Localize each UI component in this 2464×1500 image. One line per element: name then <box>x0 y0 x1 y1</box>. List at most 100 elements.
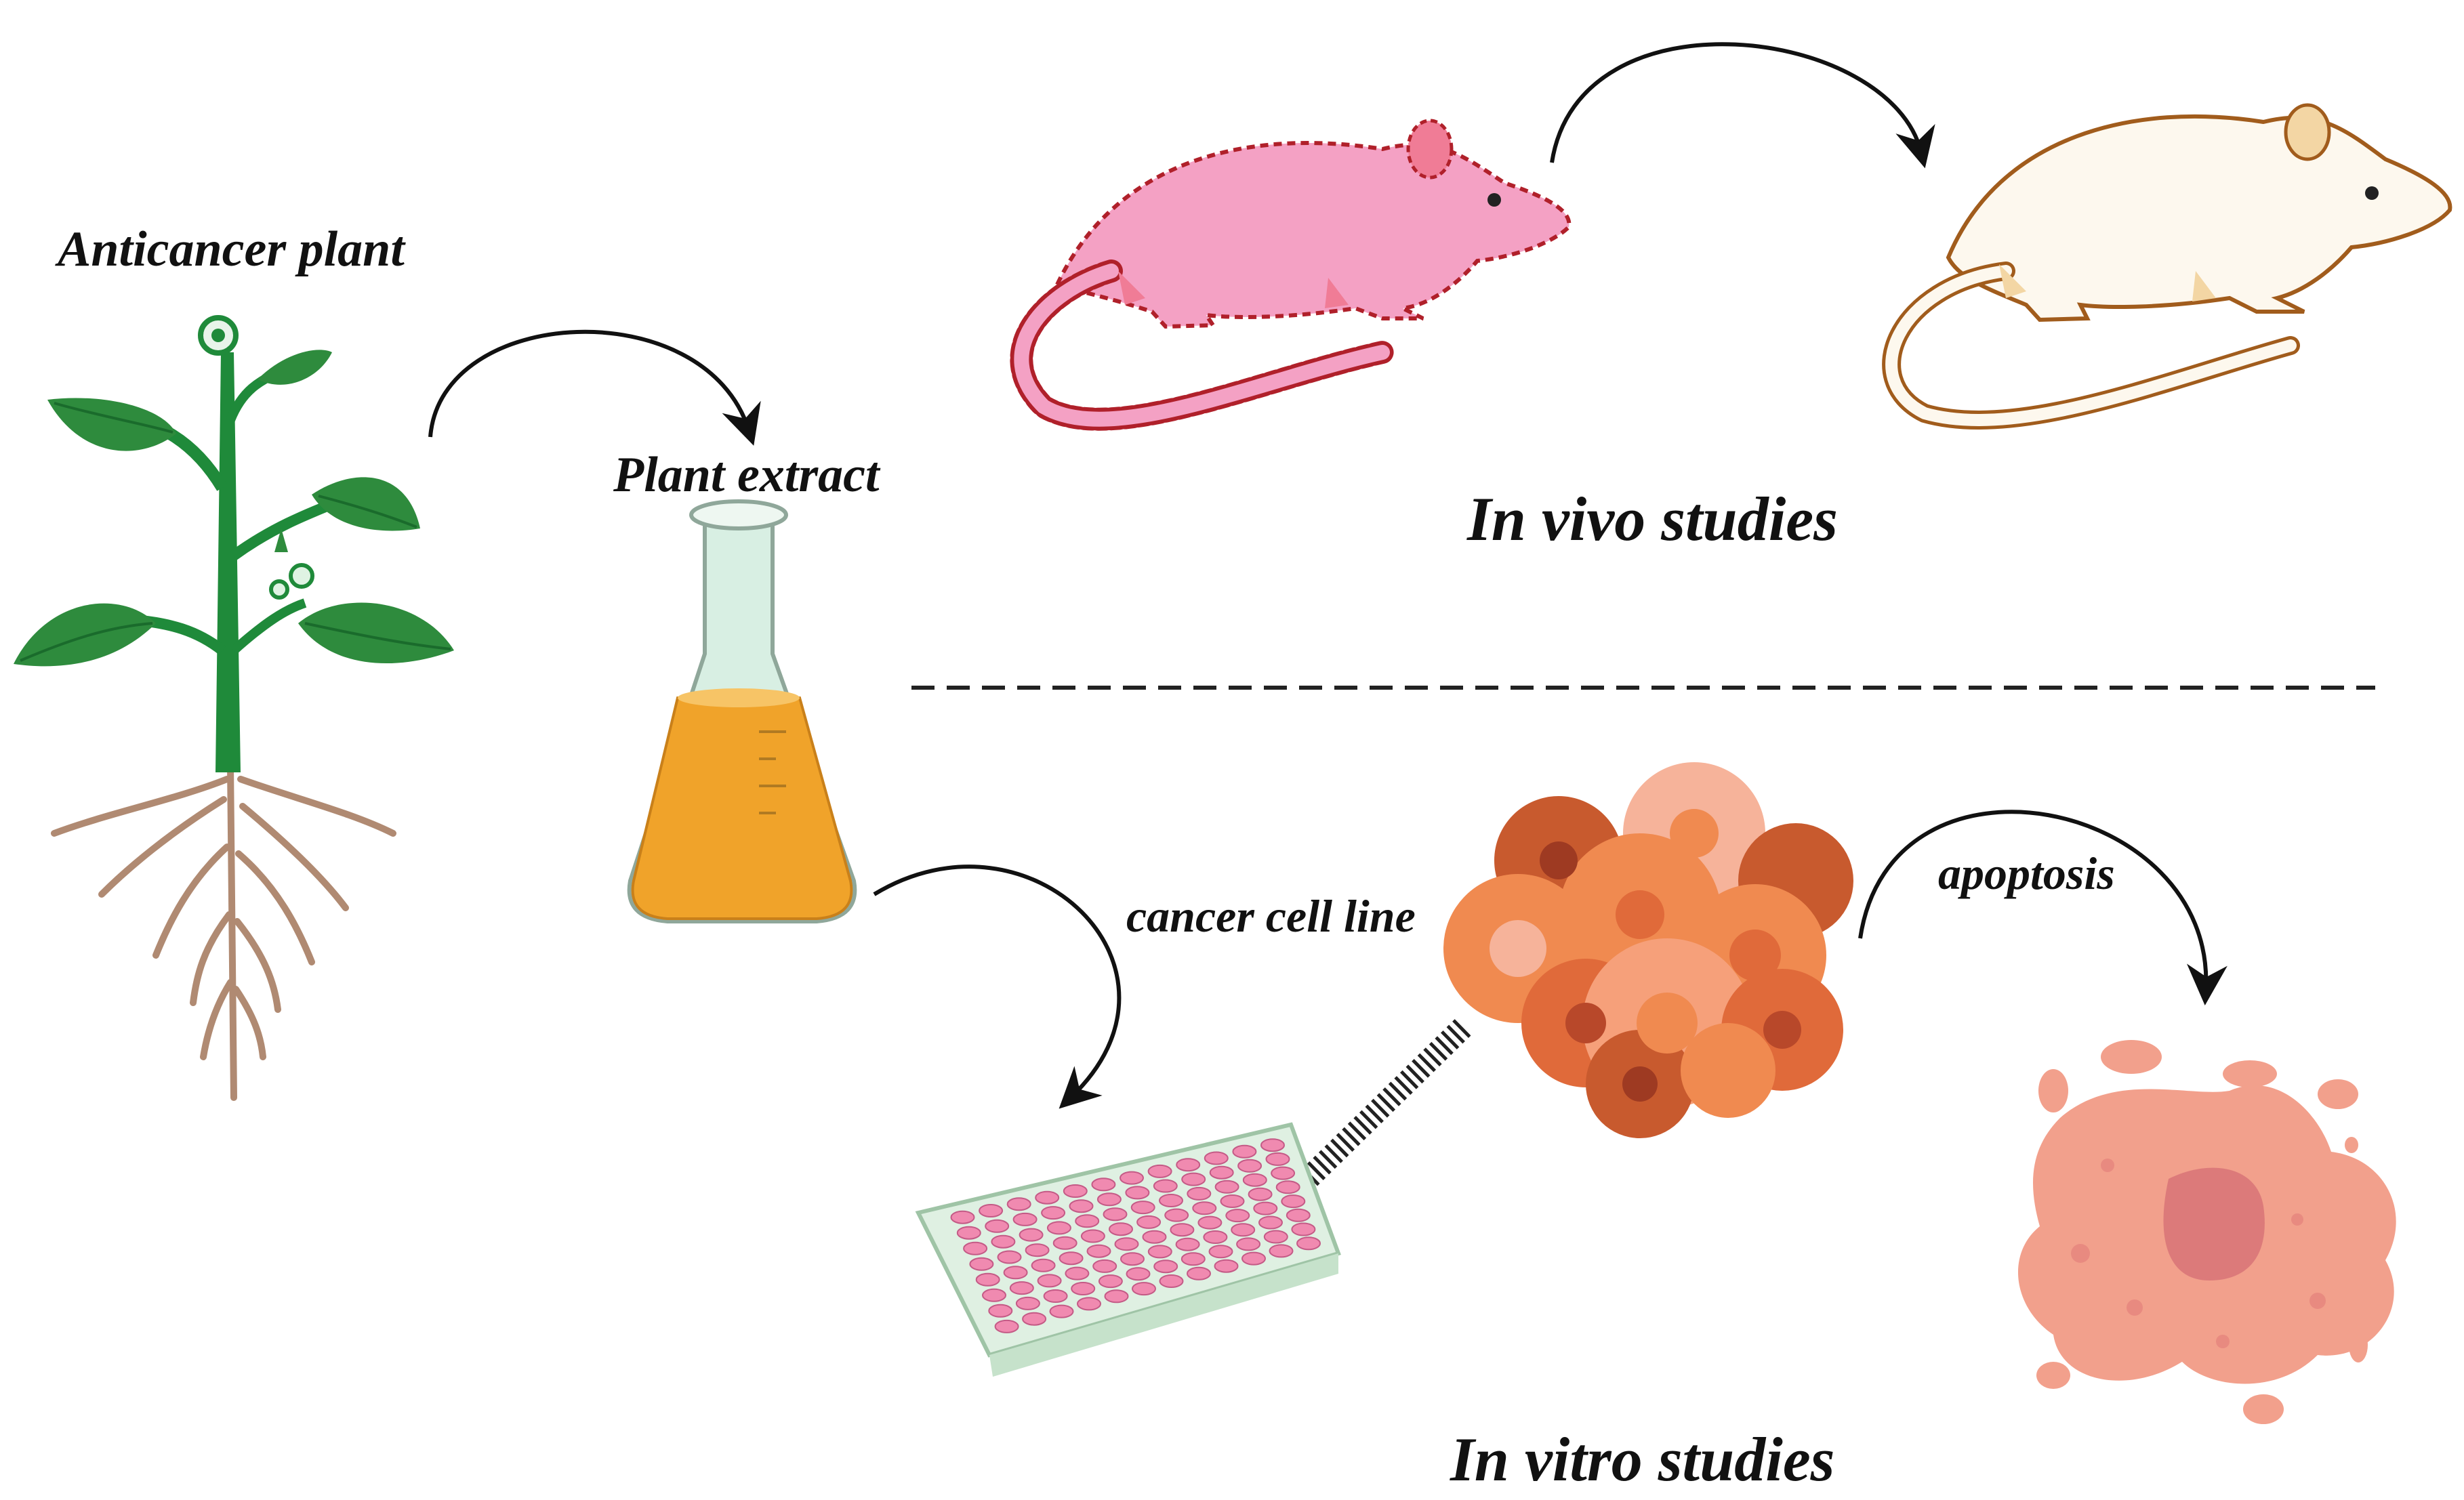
well <box>1098 1274 1123 1289</box>
well <box>997 1250 1022 1264</box>
well <box>1209 1165 1234 1180</box>
well <box>1220 1194 1245 1208</box>
treated-rat-illustration <box>1010 119 1572 431</box>
well <box>1159 1194 1183 1207</box>
well <box>1012 1212 1038 1226</box>
well <box>1164 1208 1189 1222</box>
well <box>1031 1258 1056 1272</box>
well <box>1003 1266 1028 1280</box>
cancer-cell-cluster <box>1443 762 1853 1138</box>
well <box>1142 1230 1167 1244</box>
well <box>1120 1171 1144 1185</box>
apoptotic-cell-illustration <box>2017 1040 2396 1424</box>
well <box>1187 1186 1212 1201</box>
apoptosis-label: apoptosis <box>1938 848 2115 899</box>
well <box>1260 1138 1285 1152</box>
well <box>1269 1244 1294 1258</box>
well <box>1104 1289 1129 1304</box>
well <box>1197 1215 1223 1230</box>
well <box>1092 1259 1117 1273</box>
well <box>1046 1221 1071 1235</box>
well <box>963 1241 988 1255</box>
well <box>1176 1158 1201 1172</box>
well <box>1225 1209 1250 1223</box>
well <box>1258 1215 1283 1230</box>
well <box>1232 1144 1257 1159</box>
well <box>1192 1201 1217 1215</box>
well <box>1237 1159 1262 1173</box>
well <box>988 1304 1013 1318</box>
well <box>1071 1282 1096 1295</box>
well <box>1175 1237 1200 1251</box>
well <box>991 1234 1016 1249</box>
well <box>1086 1244 1111 1258</box>
anticancer-plant-label: Anticancer plant <box>55 222 406 277</box>
well <box>1153 1259 1178 1274</box>
arrow-cell-to-apoptosis <box>1858 810 2227 1005</box>
well <box>1063 1184 1088 1198</box>
cancer-cell-line-label: cancer cell line <box>1126 890 1416 942</box>
well <box>969 1257 994 1271</box>
well <box>1069 1199 1094 1213</box>
well <box>1187 1266 1211 1280</box>
plant-extract-label: Plant extract <box>613 447 881 503</box>
well <box>1019 1228 1044 1242</box>
well <box>1109 1222 1133 1236</box>
well-plate-illustration <box>915 1122 1341 1377</box>
well <box>1253 1201 1278 1215</box>
well <box>1025 1243 1050 1257</box>
well <box>1077 1297 1101 1311</box>
well <box>1125 1186 1150 1200</box>
well <box>950 1210 975 1224</box>
well <box>1126 1267 1151 1281</box>
well <box>1159 1274 1184 1288</box>
well <box>1065 1266 1090 1280</box>
well <box>1153 1179 1178 1193</box>
well <box>1052 1236 1077 1250</box>
well <box>1015 1296 1040 1310</box>
well <box>1271 1166 1296 1180</box>
well <box>1049 1304 1074 1318</box>
arrow-plant-to-extract <box>428 329 761 446</box>
well <box>1203 1230 1228 1244</box>
well <box>979 1204 1004 1217</box>
well <box>1136 1215 1162 1229</box>
well <box>1130 1201 1155 1215</box>
hatched-connector <box>1290 1018 1472 1198</box>
well <box>1214 1259 1239 1273</box>
in-vivo-studies-label: In vivo studies <box>1466 484 1838 554</box>
well <box>1241 1251 1266 1266</box>
well <box>1181 1172 1206 1186</box>
well <box>994 1319 1019 1333</box>
arrow-rat-to-rat <box>1550 42 1935 169</box>
well <box>1296 1236 1321 1251</box>
well <box>1286 1208 1311 1222</box>
well <box>1291 1222 1316 1236</box>
well <box>1091 1178 1116 1192</box>
well <box>1006 1197 1031 1211</box>
well <box>1208 1245 1233 1259</box>
well <box>1035 1190 1060 1205</box>
well <box>1275 1180 1300 1194</box>
control-rat-illustration <box>1882 103 2452 430</box>
well <box>1265 1152 1290 1166</box>
well <box>1114 1237 1139 1251</box>
well <box>1147 1164 1172 1178</box>
well <box>1096 1192 1122 1207</box>
well <box>1231 1223 1256 1237</box>
well <box>1009 1281 1034 1295</box>
well <box>1180 1252 1206 1266</box>
plant-extract-flask <box>627 499 857 923</box>
anticancer-plant-illustration <box>14 315 454 1101</box>
well <box>956 1226 981 1240</box>
arrow-extract-to-plate <box>873 864 1122 1109</box>
well <box>1022 1312 1047 1326</box>
well <box>1103 1207 1128 1222</box>
well <box>975 1272 1000 1287</box>
well <box>1041 1206 1066 1220</box>
well <box>1263 1230 1288 1244</box>
well <box>1120 1252 1145 1266</box>
well <box>1147 1245 1172 1259</box>
well <box>1281 1194 1306 1209</box>
well <box>1080 1229 1105 1243</box>
